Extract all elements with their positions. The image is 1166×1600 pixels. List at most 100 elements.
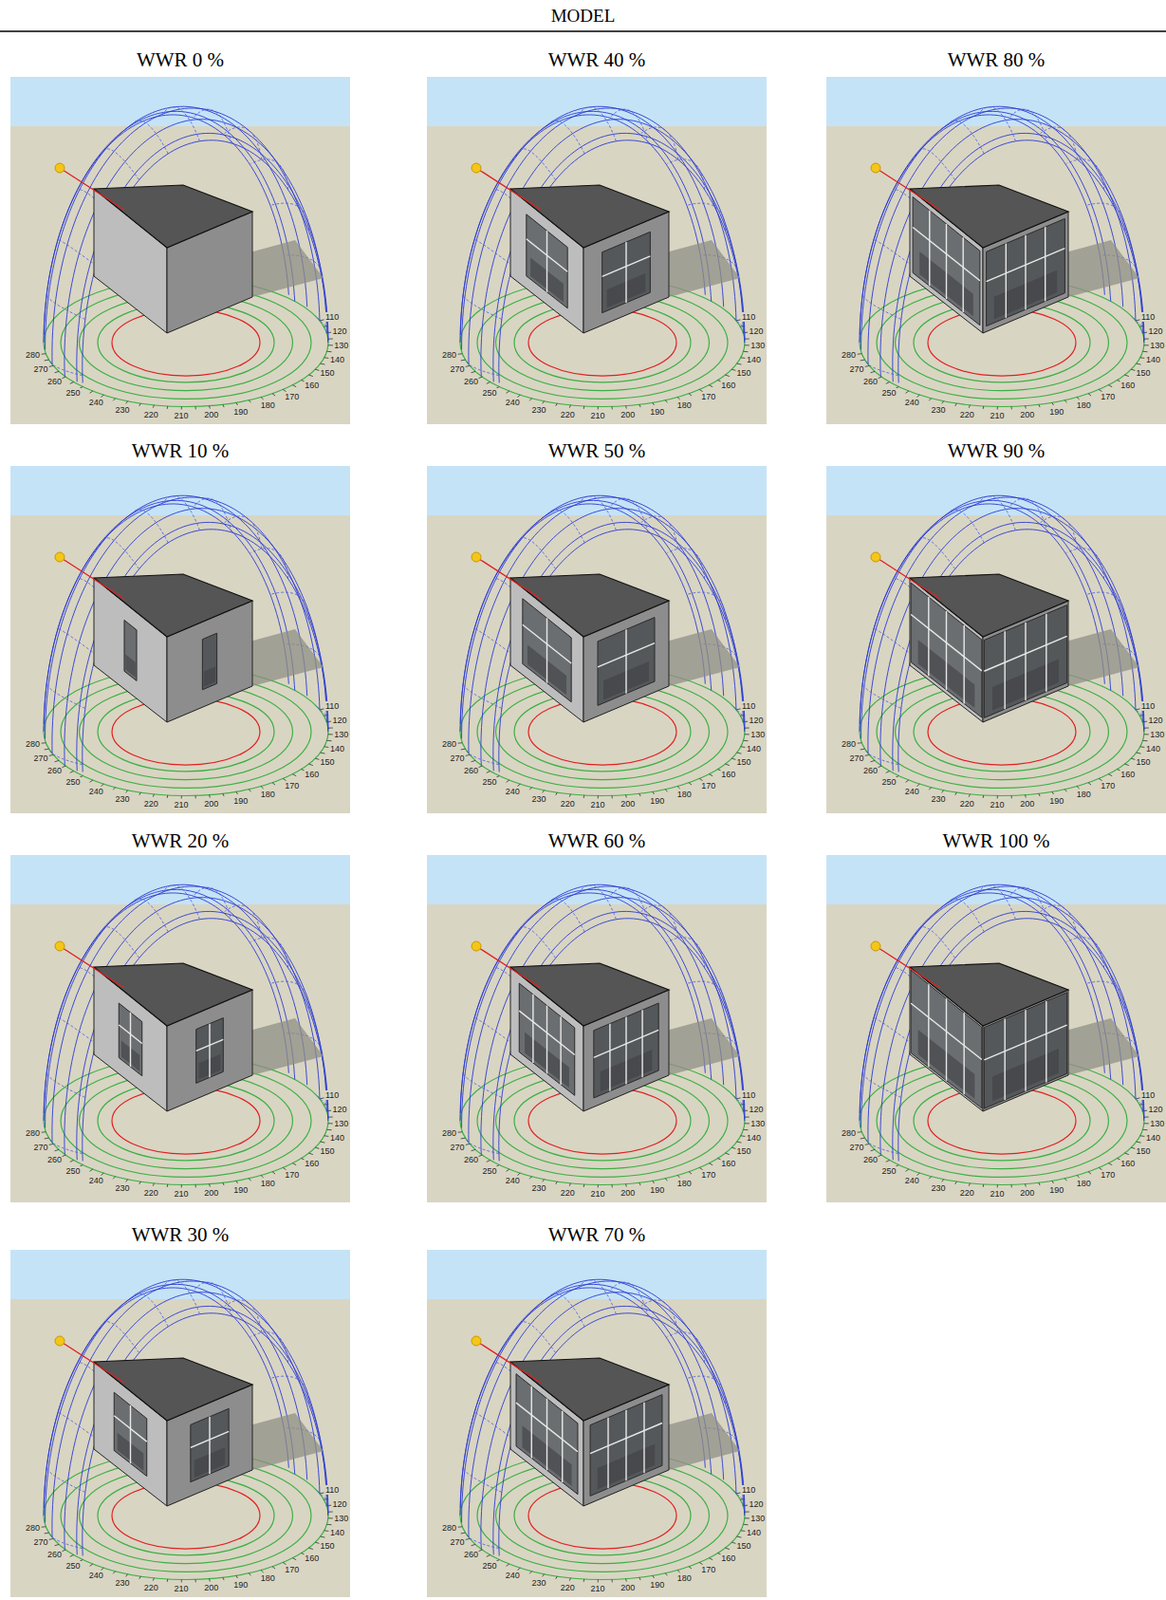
hour-line — [873, 1017, 913, 1044]
compass-degree: 200 — [619, 1187, 636, 1198]
panel-heading: WWR 100 % — [826, 826, 1166, 855]
sun — [55, 163, 65, 173]
sun — [471, 552, 482, 562]
compass-degree: 280 — [441, 739, 458, 749]
compass-tick — [471, 759, 476, 761]
compass-tick — [457, 1130, 463, 1133]
compass-degree: 220 — [143, 1187, 160, 1198]
hour-line — [474, 240, 514, 266]
compass-tick — [639, 793, 641, 796]
compass-tick — [1024, 1184, 1027, 1187]
mullion — [526, 239, 568, 272]
compass-tick — [152, 794, 154, 797]
mullion — [546, 1398, 548, 1471]
sun-path — [45, 495, 308, 739]
hour-line — [46, 294, 86, 320]
hour-line — [194, 887, 233, 922]
sun-ray — [875, 945, 941, 988]
panel-heading: WWR 0 % — [10, 45, 351, 75]
compass-degree: 210 — [172, 1188, 189, 1199]
compass-degree: 190 — [648, 795, 666, 806]
compass-degree: 190 — [232, 1579, 249, 1590]
compass-tick — [1088, 1171, 1092, 1174]
compass-tick — [195, 1184, 197, 1187]
panel-heading: WWR 20 % — [10, 826, 351, 855]
compass-tick — [1024, 795, 1027, 798]
hour-line — [100, 148, 139, 181]
panel-heading: WWR 90 % — [826, 436, 1166, 465]
panel-heading: WWR 10 % — [10, 436, 351, 465]
hour-line — [271, 203, 309, 231]
sun-path — [481, 1292, 744, 1550]
compass-degree: 260 — [462, 1154, 480, 1165]
compass-tick — [328, 1116, 334, 1118]
hour-line — [46, 1072, 86, 1098]
ground — [826, 126, 1166, 425]
compass-tick — [744, 1517, 750, 1518]
compass-degree: 230 — [530, 405, 547, 415]
compass-degree: 110 — [1140, 1090, 1156, 1100]
compass-degree: 180 — [676, 1573, 693, 1583]
hour-line — [641, 1299, 679, 1333]
sun-ray — [875, 167, 941, 210]
sky — [426, 854, 767, 905]
compass-degree: 210 — [172, 799, 189, 810]
hour-line — [474, 1017, 514, 1044]
compass-degree: 120 — [1147, 326, 1165, 336]
mullion — [1044, 226, 1046, 301]
compass-tick — [886, 382, 890, 385]
compass-degree: 110 — [740, 1090, 757, 1100]
hour-line — [687, 592, 725, 620]
hour-line — [862, 1072, 902, 1098]
hour-line — [250, 548, 288, 579]
compass-tick — [542, 1179, 545, 1183]
compass-tick — [195, 795, 197, 798]
hour-line — [194, 109, 233, 144]
compass-tick — [1064, 789, 1067, 793]
roof — [93, 1357, 253, 1421]
hour-line — [48, 748, 82, 765]
compass-tick — [997, 406, 999, 409]
compass-degree: 250 — [65, 388, 82, 398]
compass-degree: 130 — [1148, 340, 1166, 351]
compass-tick — [639, 404, 641, 408]
compass-tick — [517, 1567, 520, 1570]
sun-path — [859, 892, 1105, 1113]
mullion — [983, 635, 1067, 671]
compass-degree: 180 — [1075, 789, 1092, 799]
hour-line — [1040, 516, 1078, 549]
compass-tick — [864, 365, 870, 367]
compass-tick — [569, 405, 571, 408]
mullion — [962, 625, 964, 704]
hour-line — [57, 629, 97, 655]
compass-tick — [461, 359, 466, 362]
compass-degree: 180 — [1075, 1178, 1092, 1188]
window — [202, 632, 217, 690]
compass-degree: 170 — [1099, 780, 1116, 791]
compass-tick — [744, 733, 750, 735]
hour-line — [666, 937, 704, 968]
hour-line — [546, 898, 585, 932]
compass-tick — [55, 1148, 59, 1150]
hour-line — [862, 294, 902, 320]
compass-tick — [471, 1148, 476, 1150]
hour-line — [162, 1279, 201, 1315]
sun-path — [460, 1287, 705, 1508]
compass-degree: 130 — [749, 1118, 766, 1129]
compass-degree: 120 — [1147, 1104, 1165, 1114]
sky — [426, 1249, 767, 1299]
mullion — [546, 230, 548, 293]
sun-path-model — [426, 1249, 767, 1597]
compass-degree: 150 — [735, 757, 752, 767]
compass-degree: 210 — [988, 410, 1005, 421]
compass-tick — [222, 404, 224, 408]
hour-line — [100, 926, 139, 959]
compass-tick — [677, 396, 681, 400]
compass-tick — [44, 1137, 50, 1140]
hour-line — [578, 885, 617, 920]
mullion — [625, 1016, 627, 1084]
compass-tick — [611, 795, 613, 798]
compass-tick — [744, 338, 750, 340]
compass-tick — [742, 1504, 748, 1506]
compass-tick — [208, 1578, 211, 1582]
